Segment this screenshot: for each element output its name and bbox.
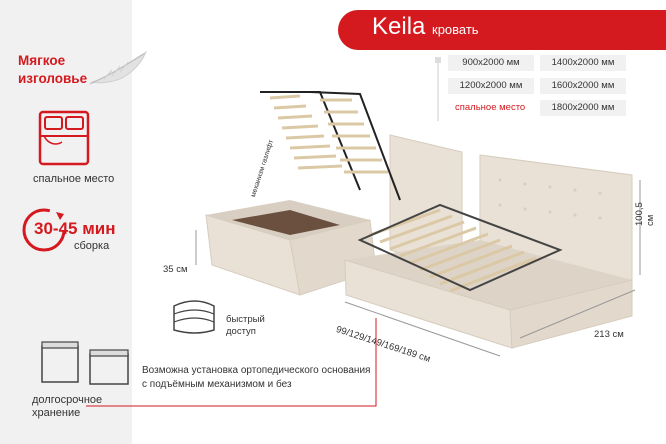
- size-bracket: [435, 57, 441, 121]
- storage-label: долгосрочное хранение: [32, 394, 102, 420]
- assembly-time: 30-45 мин: [34, 219, 116, 238]
- quick-access-line2: доступ: [226, 326, 256, 337]
- length-dimension: 213 см: [594, 329, 624, 340]
- assembly-label: сборка: [74, 240, 110, 252]
- size-1200: 1200x2000 мм: [448, 78, 534, 94]
- installation-note-line2: с подъёмным механизмом и без: [142, 379, 292, 390]
- quick-access-line1: быстрый: [226, 314, 265, 325]
- bed-illustration: [195, 91, 641, 357]
- soft-headboard-line2: изголовье: [18, 71, 88, 86]
- title-banner: [338, 10, 666, 50]
- storage-line2: хранение: [32, 407, 81, 419]
- size-1800: 1800x2000 мм: [540, 100, 626, 116]
- product-subtitle: кровать: [432, 22, 479, 37]
- quick-access-label: быстрый доступ: [226, 314, 265, 338]
- red-connector: [86, 318, 377, 407]
- storage-line1: долгосрочное: [32, 394, 103, 406]
- feather-icon: [89, 50, 148, 85]
- headboard-height: 100,5 см: [634, 202, 656, 226]
- size-1600: 1600x2000 мм: [540, 78, 626, 94]
- soft-headboard-line1: Мягкое: [18, 53, 66, 68]
- timer-icon: [22, 208, 66, 252]
- storage-boxes-icon: [41, 341, 129, 385]
- installation-note-line1: Возможна установка ортопедического основ…: [142, 365, 371, 376]
- bed-icon: [38, 110, 90, 166]
- product-title: Keila: [372, 13, 426, 40]
- size-900: 900x2000 мм: [448, 55, 534, 71]
- sleep-place-label: спальное место: [33, 173, 115, 185]
- installation-note: Возможна установка ортопедического основ…: [142, 364, 370, 392]
- soft-headboard-title: Мягкое изголовье: [18, 52, 87, 88]
- blanket-icon: [173, 300, 215, 334]
- height-dimension: 35 см: [163, 264, 188, 275]
- sleep-place-red-label: спальное место: [455, 102, 526, 113]
- size-1400: 1400x2000 мм: [540, 55, 626, 71]
